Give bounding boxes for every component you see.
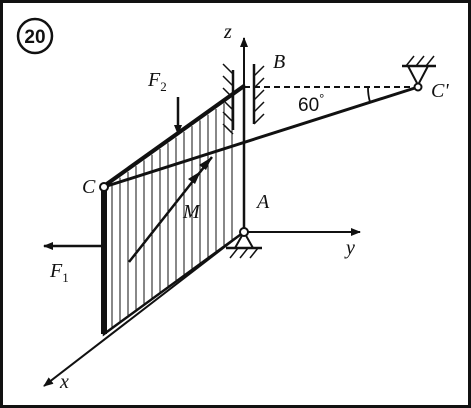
wall-support-b [222,63,265,135]
angle-label: 60° [298,91,324,116]
wall-b-right-hatch [253,65,265,125]
point-c-label: C [82,176,96,198]
hanger-bracket [407,65,429,88]
rope-cc-prime [103,85,419,189]
pin-support-a [226,227,262,259]
point-a-label: A [255,191,270,213]
badge-circle [16,17,54,55]
y-axis-label: y [344,237,355,259]
force-f2-label: F2 [147,69,167,94]
moment-m: M [128,156,213,263]
moment-m-arrowhead-2 [188,171,201,184]
point-c-prime-label: C' [431,80,449,102]
pin-a [239,227,249,237]
plate-hatching [111,97,233,328]
ground-a-hatch [229,247,259,259]
wall-b-left-hatch [222,63,234,135]
moment-m-arrowhead-1 [199,157,212,170]
ceiling-support [402,55,436,92]
angle-arc [367,86,371,103]
point-b-label: B [273,51,285,73]
ceiling-hatch [405,55,435,67]
plate-top-edge [103,83,245,187]
plate [101,83,246,337]
force-f1: F1 [43,242,101,285]
problem-number-badge: 20 [16,17,54,55]
force-f1-label: F1 [49,260,69,285]
pin-c [99,182,109,192]
moment-m-label: M [182,201,201,223]
force-f2: F2 [147,69,182,135]
pin-c-prime [413,82,423,92]
problem-number: 20 [24,27,45,48]
statics-diagram: 20 z y x B [16,17,449,393]
z-axis-label: z [223,21,232,43]
x-axis-label: x [59,371,69,393]
